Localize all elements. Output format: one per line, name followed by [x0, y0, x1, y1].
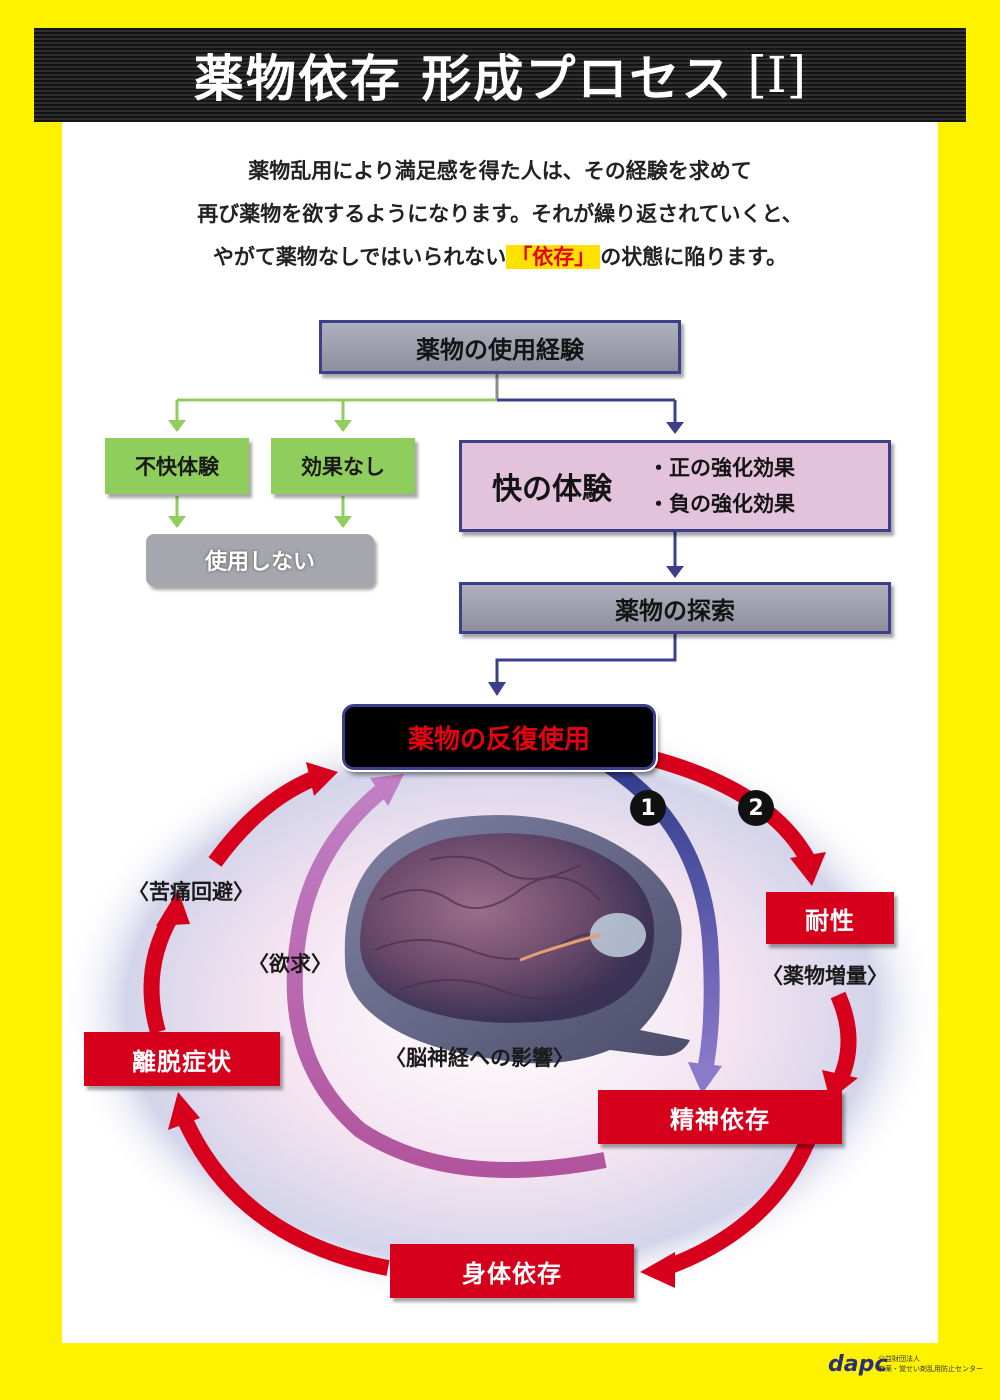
negative-reinforcement: ・負の強化効果	[648, 492, 795, 516]
intro-text: 薬物乱用により満足感を得た人は、その経験を求めて 再び薬物を欲するようになります…	[62, 150, 938, 279]
org-line-2: 麻薬・覚せい剤乱用防止センター	[878, 1365, 983, 1373]
intro-line-2: 再び薬物を欲するようになります。それが繰り返されていくと、	[197, 202, 803, 226]
repeated-use-box: 薬物の反復使用	[342, 704, 656, 770]
pain-avoidance-label: 〈苦痛回避〉	[128, 880, 254, 904]
number-2-badge: 2	[738, 790, 774, 826]
search-box: 薬物の探索	[459, 582, 891, 634]
intro-line-3: やがて薬物なしではいられない「依存」の状態に陥ります。	[62, 236, 938, 279]
intro-line-3-pre: やがて薬物なしではいられない	[212, 245, 507, 269]
mental-dependence-box: 精神依存	[598, 1090, 842, 1144]
title-bar: 薬物依存 形成プロセス [Ⅰ]	[34, 28, 966, 122]
number-1-badge: 1	[630, 790, 666, 826]
not-use-box: 使用しない	[146, 534, 374, 586]
search-label: 薬物の探索	[615, 596, 735, 625]
tolerance-label: 耐性	[805, 906, 855, 935]
organization-name: 公益財団法人 麻薬・覚せい剤乱用防止センター	[878, 1354, 983, 1374]
pleasure-box: 快の体験 ・正の強化効果 ・負の強化効果	[459, 440, 891, 532]
pleasure-label: 快の体験	[492, 472, 612, 507]
brain-illustration	[344, 815, 690, 1064]
mental-dependence-label: 精神依存	[670, 1105, 770, 1134]
positive-reinforcement: ・正の強化効果	[648, 456, 795, 480]
use-experience-label: 薬物の使用経験	[416, 335, 584, 364]
org-line-1: 公益財団法人	[878, 1355, 920, 1363]
intro-line-1: 薬物乱用により満足感を得た人は、その経験を求めて	[248, 159, 752, 183]
use-experience-box: 薬物の使用経験	[319, 320, 681, 374]
page-title: 薬物依存 形成プロセス	[193, 50, 734, 108]
withdrawal-label: 離脱症状	[132, 1047, 232, 1076]
repeated-use-label: 薬物の反復使用	[407, 724, 590, 755]
not-use-label: 使用しない	[204, 550, 315, 575]
no-effect-label: 効果なし	[301, 455, 385, 479]
title-roman-numeral: [Ⅰ]	[747, 46, 807, 104]
craving-label: 〈欲求〉	[248, 952, 332, 976]
no-effect-box: 効果なし	[271, 438, 415, 494]
intro-line-3-post: の状態に陥ります。	[600, 245, 788, 269]
withdrawal-box: 離脱症状	[84, 1032, 280, 1086]
unpleasant-box: 不快体験	[105, 438, 249, 494]
tolerance-box: 耐性	[766, 892, 894, 944]
dapc-logo: dapc	[828, 1352, 888, 1377]
unpleasant-label: 不快体験	[135, 455, 219, 479]
brain-effect-label: 〈脳神経への影響〉	[385, 1046, 574, 1070]
physical-dependence-label: 身体依存	[462, 1259, 562, 1288]
dose-increase-label: 〈薬物増量〉	[762, 964, 888, 988]
dependence-highlight: 「依存」	[506, 245, 601, 269]
physical-dependence-box: 身体依存	[390, 1244, 634, 1298]
reinforcement-list: ・正の強化効果 ・負の強化効果	[648, 450, 795, 522]
craving-arrow	[286, 785, 607, 1178]
